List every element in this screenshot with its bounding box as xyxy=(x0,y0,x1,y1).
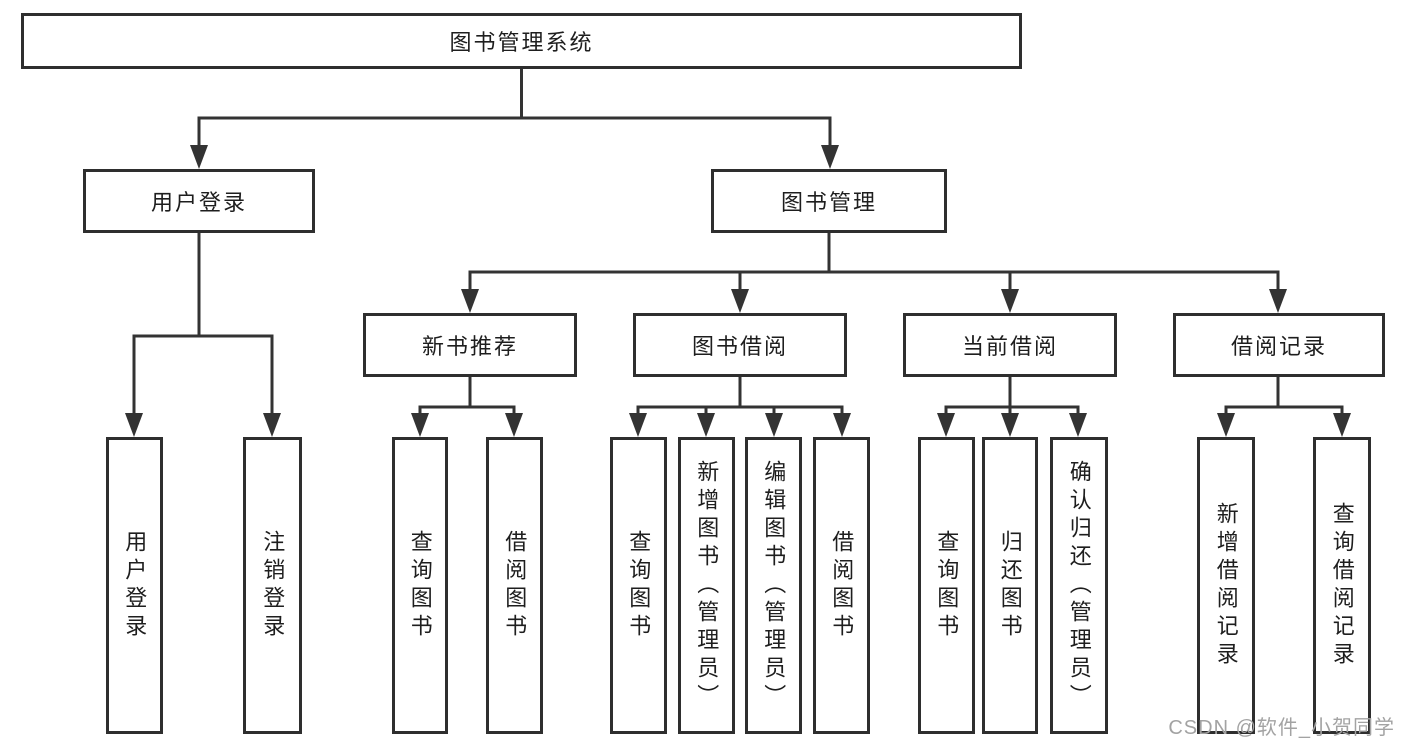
arrow-down-icon xyxy=(190,145,208,169)
arrow-down-icon xyxy=(697,413,715,437)
book-management-node-label: 图书管理 xyxy=(780,190,877,215)
arrow-down-icon xyxy=(1269,289,1287,313)
new-book-recommend-node: 新书推荐 xyxy=(363,313,577,377)
user-login-node: 用户登录 xyxy=(83,169,315,233)
book-borrow-node: 图书借阅 xyxy=(633,313,847,377)
leaf-query-books-borrow-label: 查询图书 xyxy=(626,529,652,642)
user-login-node-label: 用户登录 xyxy=(150,190,247,215)
arrow-down-icon xyxy=(833,413,851,437)
leaf-add-borrow-record: 新增借阅记录 xyxy=(1197,437,1255,734)
leaf-user-login: 用户登录 xyxy=(106,437,163,734)
leaf-borrow-books-recommend: 借阅图书 xyxy=(486,437,543,734)
arrow-down-icon xyxy=(937,413,955,437)
leaf-query-borrow-record-label: 查询借阅记录 xyxy=(1329,501,1355,670)
leaf-return-book: 归还图书 xyxy=(982,437,1038,734)
arrow-down-icon xyxy=(1217,413,1235,437)
leaf-borrow-books-2-label: 借阅图书 xyxy=(829,529,855,642)
arrow-down-icon xyxy=(1001,289,1019,313)
leaf-logout: 注销登录 xyxy=(243,437,302,734)
arrow-down-icon xyxy=(1333,413,1351,437)
leaf-logout-label: 注销登录 xyxy=(260,529,286,642)
leaf-add-borrow-record-label: 新增借阅记录 xyxy=(1213,501,1239,670)
leaf-query-books-recommend: 查询图书 xyxy=(392,437,448,734)
arrow-down-icon xyxy=(125,413,143,437)
leaf-borrow-books-2: 借阅图书 xyxy=(813,437,870,734)
leaf-return-book-label: 归还图书 xyxy=(997,529,1023,642)
leaf-add-book-admin: 新增图书（管理员） xyxy=(678,437,735,734)
current-borrow-label: 当前借阅 xyxy=(961,334,1058,359)
arrow-down-icon xyxy=(461,289,479,313)
leaf-edit-book-admin-label: 编辑图书（管理员） xyxy=(761,459,787,712)
arrow-down-icon xyxy=(765,413,783,437)
borrow-record-label: 借阅记录 xyxy=(1230,334,1327,359)
arrow-down-icon xyxy=(505,413,523,437)
arrow-down-icon xyxy=(731,289,749,313)
root-node: 图书管理系统 xyxy=(21,13,1022,69)
leaf-borrow-books-recommend-label: 借阅图书 xyxy=(502,529,528,642)
leaf-query-books-borrow: 查询图书 xyxy=(610,437,667,734)
book-borrow-label: 图书借阅 xyxy=(691,334,788,359)
arrow-down-icon xyxy=(263,413,281,437)
leaf-query-books-recommend-label: 查询图书 xyxy=(407,529,433,642)
leaf-query-books-current: 查询图书 xyxy=(918,437,975,734)
arrow-down-icon xyxy=(1001,413,1019,437)
leaf-confirm-return-admin-label: 确认归还（管理员） xyxy=(1066,459,1092,712)
leaf-add-book-admin-label: 新增图书（管理员） xyxy=(694,459,720,712)
arrow-down-icon xyxy=(629,413,647,437)
root-node-label: 图书管理系统 xyxy=(449,30,594,55)
leaf-user-login-label: 用户登录 xyxy=(122,529,148,642)
arrow-down-icon xyxy=(821,145,839,169)
watermark-text: CSDN @软件_小贺同学 xyxy=(1168,717,1395,739)
book-management-node: 图书管理 xyxy=(711,169,947,233)
leaf-edit-book-admin: 编辑图书（管理员） xyxy=(745,437,802,734)
borrow-record-node: 借阅记录 xyxy=(1173,313,1385,377)
arrow-down-icon xyxy=(1069,413,1087,437)
leaf-query-borrow-record: 查询借阅记录 xyxy=(1313,437,1371,734)
leaf-confirm-return-admin: 确认归还（管理员） xyxy=(1050,437,1108,734)
current-borrow-node: 当前借阅 xyxy=(903,313,1117,377)
leaf-query-books-current-label: 查询图书 xyxy=(934,529,960,642)
new-book-recommend-label: 新书推荐 xyxy=(421,334,518,359)
arrow-down-icon xyxy=(411,413,429,437)
